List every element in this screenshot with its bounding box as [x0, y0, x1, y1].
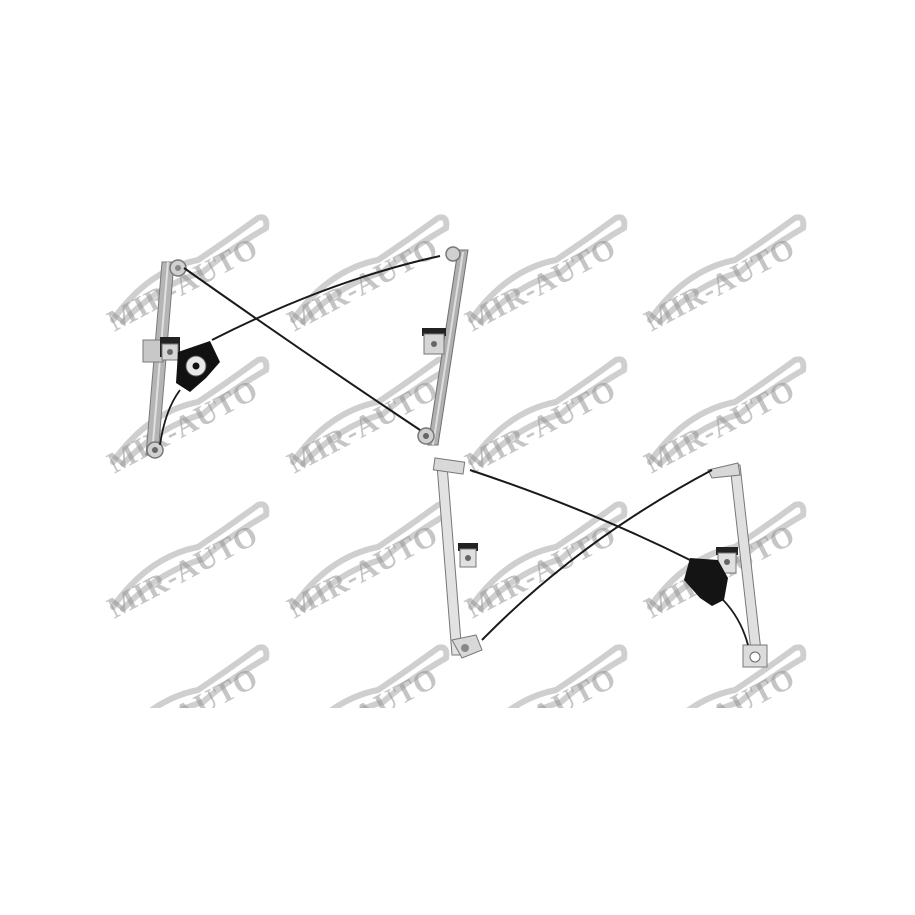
car-silhouette-icon: [329, 644, 450, 708]
car-silhouette-icon: [110, 501, 270, 612]
car-silhouette-icon: [647, 356, 807, 467]
car-silhouette-icon: [686, 644, 807, 708]
car-silhouette-icon: [149, 644, 270, 708]
watermark: MIR-AUTO: [460, 352, 646, 482]
car-silhouette-icon: [468, 356, 628, 467]
watermark: MIR-AUTO: [102, 497, 288, 627]
watermark: MIR-AUTO: [282, 640, 468, 708]
regulator-left: [142, 246, 469, 459]
car-silhouette-icon: [468, 214, 628, 325]
watermark: MIR-AUTO: [282, 210, 468, 340]
car-silhouette-icon: [507, 644, 628, 708]
regulator-right: [432, 457, 768, 668]
car-silhouette-icon: [290, 214, 450, 325]
watermark: MIR-AUTO: [460, 640, 646, 708]
car-silhouette-icon: [110, 356, 270, 467]
watermark: MIR-AUTO: [102, 640, 288, 708]
watermark: MIR-AUTO: [639, 210, 825, 340]
watermark: MIR-AUTO: [460, 497, 646, 627]
watermark: MIR-AUTO: [639, 352, 825, 482]
watermark: MIR-AUTO: [102, 352, 288, 482]
watermark: MIR-AUTO: [460, 210, 646, 340]
car-silhouette-icon: [647, 214, 807, 325]
car-silhouette-icon: [468, 501, 628, 612]
watermark: MIR-AUTO: [639, 640, 825, 708]
